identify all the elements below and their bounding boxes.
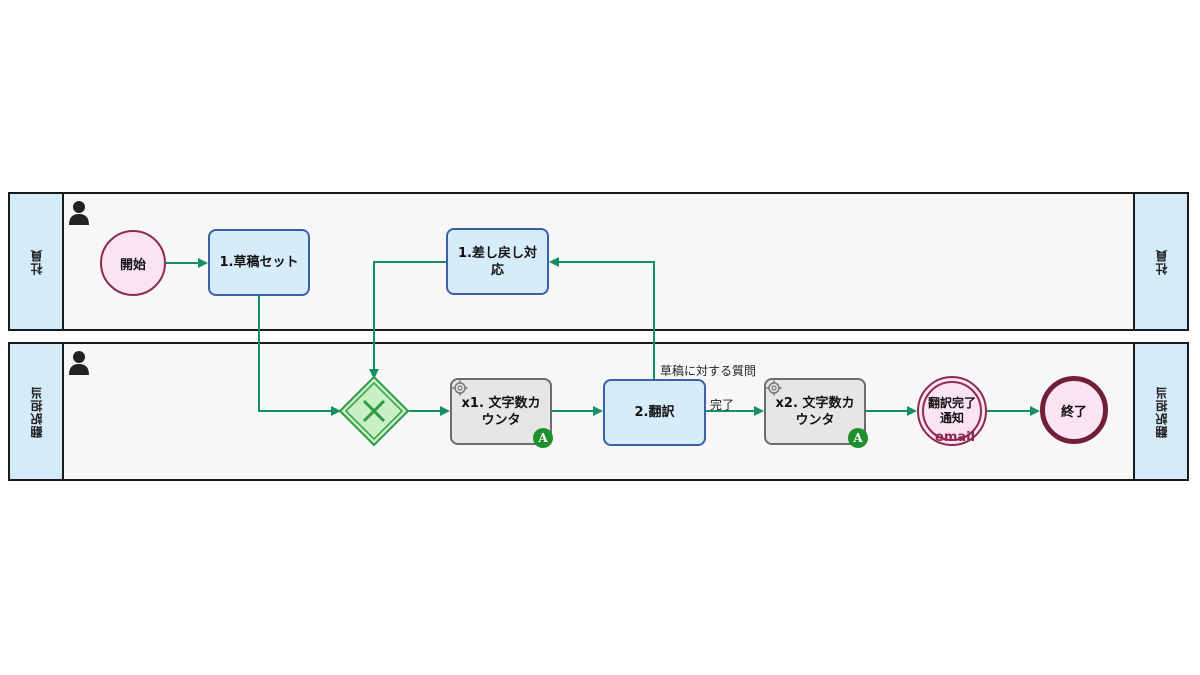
notify-email-event[interactable]: 翻訳完了 通知 (917, 376, 987, 446)
flow-label-complete: 完了 (710, 398, 735, 412)
auto-step-badge: A (848, 428, 868, 448)
lane-label-left: 社員 (10, 194, 64, 329)
swimlane-translator: 翻訳担当 翻訳担当 (8, 342, 1189, 481)
notify-line-1: 翻訳完了 (927, 396, 976, 410)
task-translate[interactable]: 2.翻訳 (603, 379, 706, 446)
lane-label-right: 社員 (1133, 194, 1187, 329)
gear-icon (766, 380, 782, 396)
task-label: 1.差し戻し対応 (458, 245, 537, 278)
lane-label-text: 社員 (1154, 248, 1169, 275)
task-label: 1.草稿セット (219, 255, 299, 270)
lane-label-right: 翻訳担当 (1133, 344, 1187, 479)
end-event[interactable]: 終了 (1040, 376, 1108, 444)
person-icon (69, 351, 89, 375)
gear-icon (452, 380, 468, 396)
task-draft-set[interactable]: 1.草稿セット (208, 229, 310, 296)
task-label: x2. 文字数カウンタ (775, 395, 855, 428)
lane-label-text: 社員 (29, 248, 44, 275)
task-label: 2.翻訳 (634, 405, 675, 420)
notify-line-2: 通知 (939, 411, 964, 425)
start-event-label: 開始 (119, 257, 146, 273)
email-type-label: email (935, 430, 976, 445)
task-return-handle[interactable]: 1.差し戻し対応 (446, 228, 549, 295)
lane-label-left: 翻訳担当 (10, 344, 64, 479)
task-label: x1. 文字数カウンタ (461, 395, 541, 428)
auto-step-badge: A (533, 428, 553, 448)
lane-label-text: 翻訳担当 (1154, 385, 1169, 438)
lane-label-text: 翻訳担当 (29, 385, 44, 438)
notify-event-label: 翻訳完了 通知 (928, 396, 976, 426)
person-icon (69, 201, 89, 225)
start-event[interactable]: 開始 (100, 230, 166, 296)
swimlane-employee: 社員 社員 (8, 192, 1189, 331)
flow-label-question: 草稿に対する質問 (660, 364, 757, 378)
end-event-label: 終了 (1060, 404, 1087, 420)
